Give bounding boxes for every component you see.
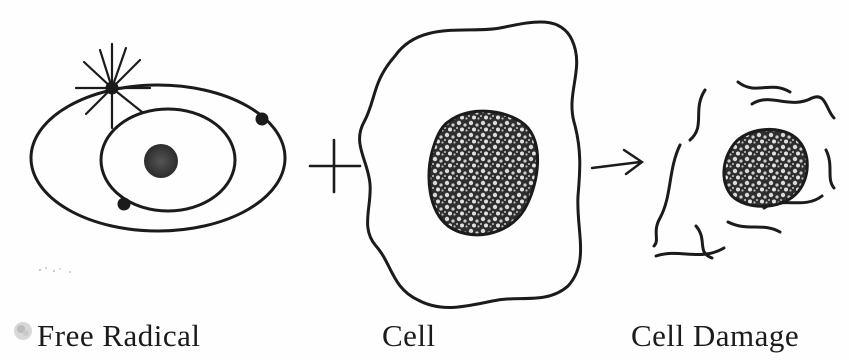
cell-damage-label: Cell Damage [631, 318, 799, 354]
damaged-nucleus [724, 129, 807, 206]
cell-nucleus [429, 111, 538, 235]
reaction-arrow-icon [592, 150, 642, 174]
electron-lower [118, 198, 131, 211]
free-radical-electron [106, 82, 119, 95]
cell-label: Cell [382, 318, 436, 354]
scan-mark-icon [10, 318, 36, 344]
electron-right [256, 113, 269, 126]
scan-speckles [39, 267, 71, 273]
healthy-cell [360, 22, 581, 308]
damaged-cell [654, 82, 834, 258]
plus-sign [310, 140, 360, 192]
free-radical-label: Free Radical [37, 318, 201, 354]
free-radical-atom [31, 44, 285, 231]
atom-nucleus [144, 144, 178, 178]
